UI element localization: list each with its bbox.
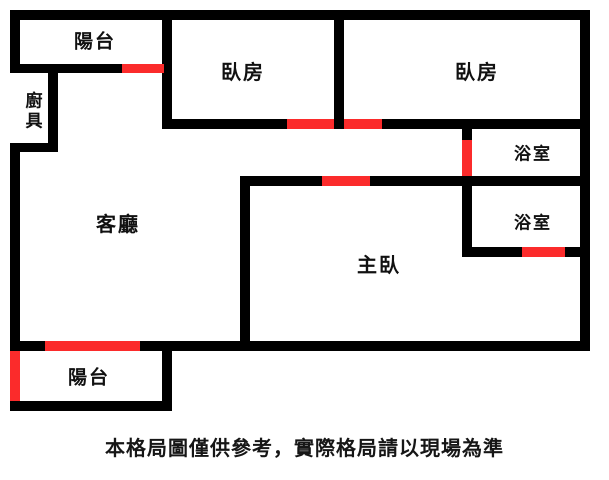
room-label-bedroom-left: 臥房 [221, 60, 265, 84]
wall-bedroom-mid-divider [334, 10, 344, 129]
room-label-living-room: 客廳 [96, 212, 140, 236]
door-bedroom-left-marker [287, 119, 334, 129]
room-label-master-bedroom: 主臥 [357, 253, 401, 277]
wall-bath-lower-left-wall [462, 176, 472, 256]
wall-outer-left-lower [10, 143, 20, 351]
wall-bedroom-left-left-wall [162, 10, 172, 128]
wall-outer-bottom-main [10, 341, 590, 351]
wall-bath-lower-bottom-wall [462, 247, 522, 257]
wall-balcony-bottom-bottom [10, 401, 172, 411]
wall-kitchen-bottom-wall [10, 143, 58, 152]
door-master-bedroom-marker [322, 176, 370, 186]
door-balcony-top-marker [122, 64, 164, 73]
door-bath-lower-marker [522, 247, 565, 257]
wall-bedroom-right-top-wall [334, 10, 590, 20]
wall-balcony-bottom-right [162, 341, 172, 411]
floor-plan-drawing: 陽台廚具臥房臥房客廳主臥浴室浴室陽台 [10, 10, 590, 411]
wall-bedroom-left-top-wall [162, 10, 334, 20]
floor-plan-disclaimer-caption: 本格局圖僅供參考，實際格局請以現場為準 [105, 436, 504, 460]
room-label-bathroom-upper: 浴室 [514, 144, 552, 165]
wall-outer-left-upper [10, 10, 20, 72]
room-label-bedroom-right: 臥房 [455, 60, 499, 84]
wall-bath-lower-bottom-right [565, 247, 590, 257]
wall-bedroom-right-bottom [382, 119, 590, 129]
door-bedroom-right-marker [344, 119, 382, 129]
room-label-balcony-bottom: 陽台 [67, 366, 111, 389]
wall-outer-top-left [10, 10, 162, 20]
door-living-room-marker [45, 341, 140, 351]
wall-bedroom-left-bottom [162, 119, 287, 129]
wall-master-left-wall [240, 176, 250, 351]
room-label-kitchen: 廚具 [25, 91, 43, 131]
door-bath-upper-marker [462, 140, 472, 176]
wall-kitchen-right-wall [48, 64, 58, 152]
door-balcony-bottom-marker [10, 351, 20, 401]
room-label-balcony-top: 陽台 [73, 30, 117, 53]
room-label-bathroom-lower: 浴室 [514, 213, 552, 234]
wall-balcony-top-bottom-wall [10, 64, 122, 73]
wall-bath-divider-wall [462, 176, 590, 186]
